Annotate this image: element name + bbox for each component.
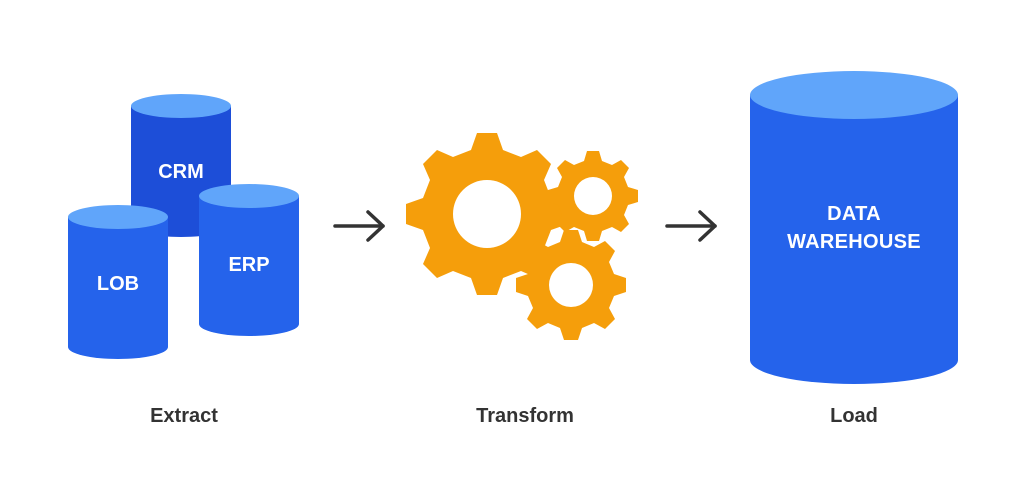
extract-sources: CRM LOB ERP	[68, 94, 299, 359]
warehouse-label-line1: DATA	[827, 203, 881, 225]
arrow-right-icon	[665, 210, 717, 242]
stage-label-extract: Extract	[150, 405, 218, 427]
cylinder-label-erp: ERP	[228, 254, 269, 276]
arrow-right-icon	[333, 210, 385, 242]
cylinder-erp: ERP	[199, 184, 299, 336]
cylinder-lob: LOB	[68, 205, 168, 359]
stage-label-load: Load	[830, 405, 878, 427]
warehouse-label-line2: WAREHOUSE	[787, 231, 921, 253]
gear-small-icon	[548, 151, 638, 241]
gear-medium-icon	[516, 230, 626, 340]
cylinder-label-crm: CRM	[158, 161, 204, 183]
stage-label-transform: Transform	[476, 405, 574, 427]
gear-large-icon	[406, 133, 568, 295]
cylinder-data-warehouse: DATA WAREHOUSE	[750, 71, 958, 384]
cylinder-label-lob: LOB	[97, 273, 139, 295]
gears-icon	[406, 133, 638, 340]
